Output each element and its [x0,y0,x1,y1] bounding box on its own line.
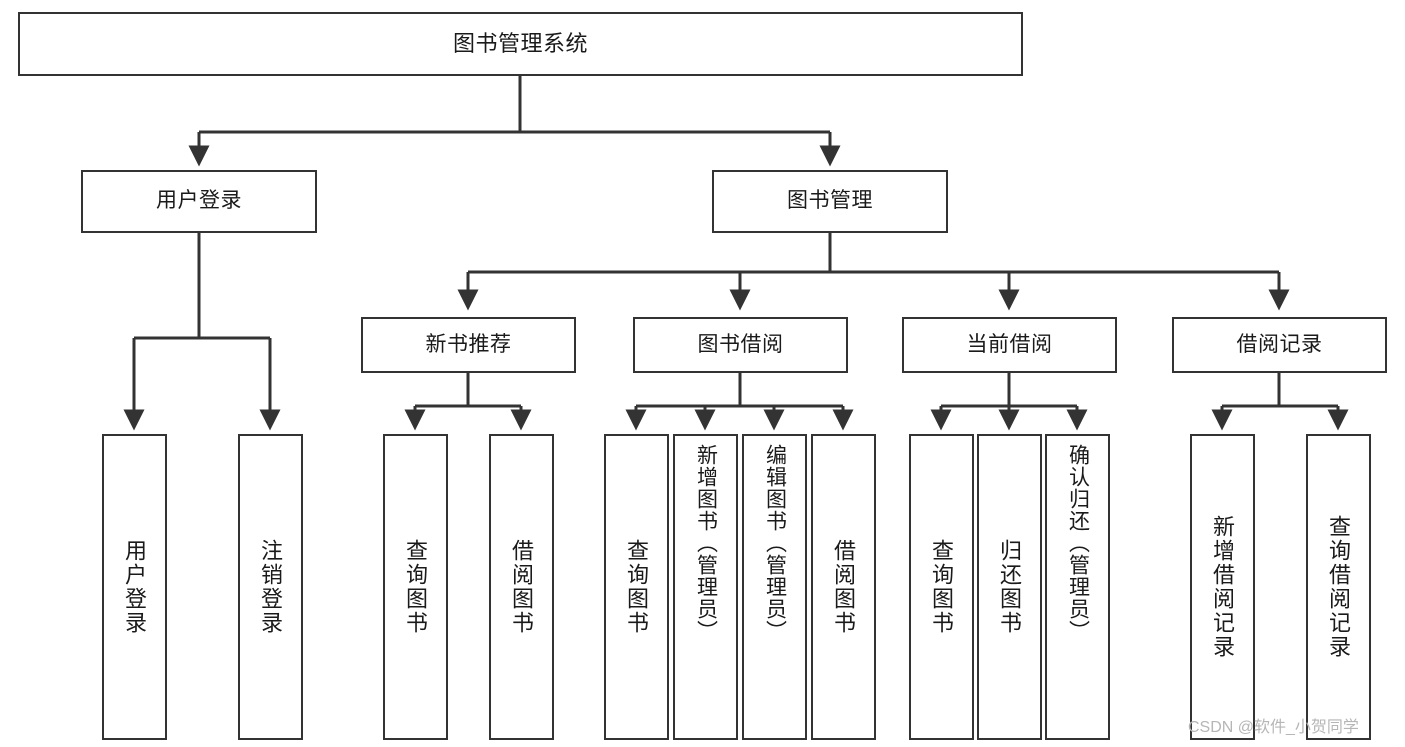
node-leaf-query-book-1-label: 查询图书 [403,539,429,635]
node-leaf-add-book[interactable]: 新增图书（管理员） [673,434,738,740]
node-leaf-user-login-label: 用户登录 [122,539,148,635]
node-leaf-confirm-return-label: 确认归还（管理员） [1066,444,1090,642]
node-leaf-return-book-label: 归还图书 [997,539,1023,635]
node-leaf-query-book-2[interactable]: 查询图书 [604,434,669,740]
node-leaf-borrow-book-1[interactable]: 借阅图书 [489,434,554,740]
node-leaf-borrow-book-1-label: 借阅图书 [509,539,535,635]
node-book-management[interactable]: 图书管理 [712,170,948,233]
node-leaf-query-book-1[interactable]: 查询图书 [383,434,448,740]
node-root-system[interactable]: 图书管理系统 [18,12,1023,76]
node-current-borrow[interactable]: 当前借阅 [902,317,1117,373]
node-leaf-borrow-book-2-label: 借阅图书 [831,539,857,635]
node-book-borrow[interactable]: 图书借阅 [633,317,848,373]
node-new-book-recommend[interactable]: 新书推荐 [361,317,576,373]
node-leaf-query-book-2-label: 查询图书 [624,539,650,635]
node-leaf-return-book[interactable]: 归还图书 [977,434,1042,740]
node-leaf-confirm-return[interactable]: 确认归还（管理员） [1045,434,1110,740]
node-current-borrow-label: 当前借阅 [966,332,1053,356]
node-user-login-label: 用户登录 [156,189,242,213]
node-leaf-add-record-label: 新增借阅记录 [1210,515,1236,659]
node-user-login[interactable]: 用户登录 [81,170,317,233]
node-leaf-query-book-3-label: 查询图书 [929,539,955,635]
node-leaf-query-book-3[interactable]: 查询图书 [909,434,974,740]
node-leaf-query-record[interactable]: 查询借阅记录 [1306,434,1371,740]
node-borrow-record[interactable]: 借阅记录 [1172,317,1387,373]
node-leaf-add-book-label: 新增图书（管理员） [694,444,718,642]
node-borrow-record-label: 借阅记录 [1236,332,1323,356]
node-leaf-borrow-book-2[interactable]: 借阅图书 [811,434,876,740]
node-leaf-logout-login-label: 注销登录 [258,539,284,635]
node-leaf-user-login[interactable]: 用户登录 [102,434,167,740]
watermark-text: CSDN @软件_小贺同学 [1188,719,1359,736]
node-leaf-edit-book[interactable]: 编辑图书（管理员） [742,434,807,740]
node-book-management-label: 图书管理 [787,189,873,213]
node-book-borrow-label: 图书借阅 [697,332,784,356]
node-root-system-label: 图书管理系统 [452,31,588,57]
node-leaf-add-record[interactable]: 新增借阅记录 [1190,434,1255,740]
node-leaf-logout-login[interactable]: 注销登录 [238,434,303,740]
node-new-book-recommend-label: 新书推荐 [425,332,512,356]
node-leaf-query-record-label: 查询借阅记录 [1326,515,1352,659]
node-leaf-edit-book-label: 编辑图书（管理员） [763,444,787,642]
